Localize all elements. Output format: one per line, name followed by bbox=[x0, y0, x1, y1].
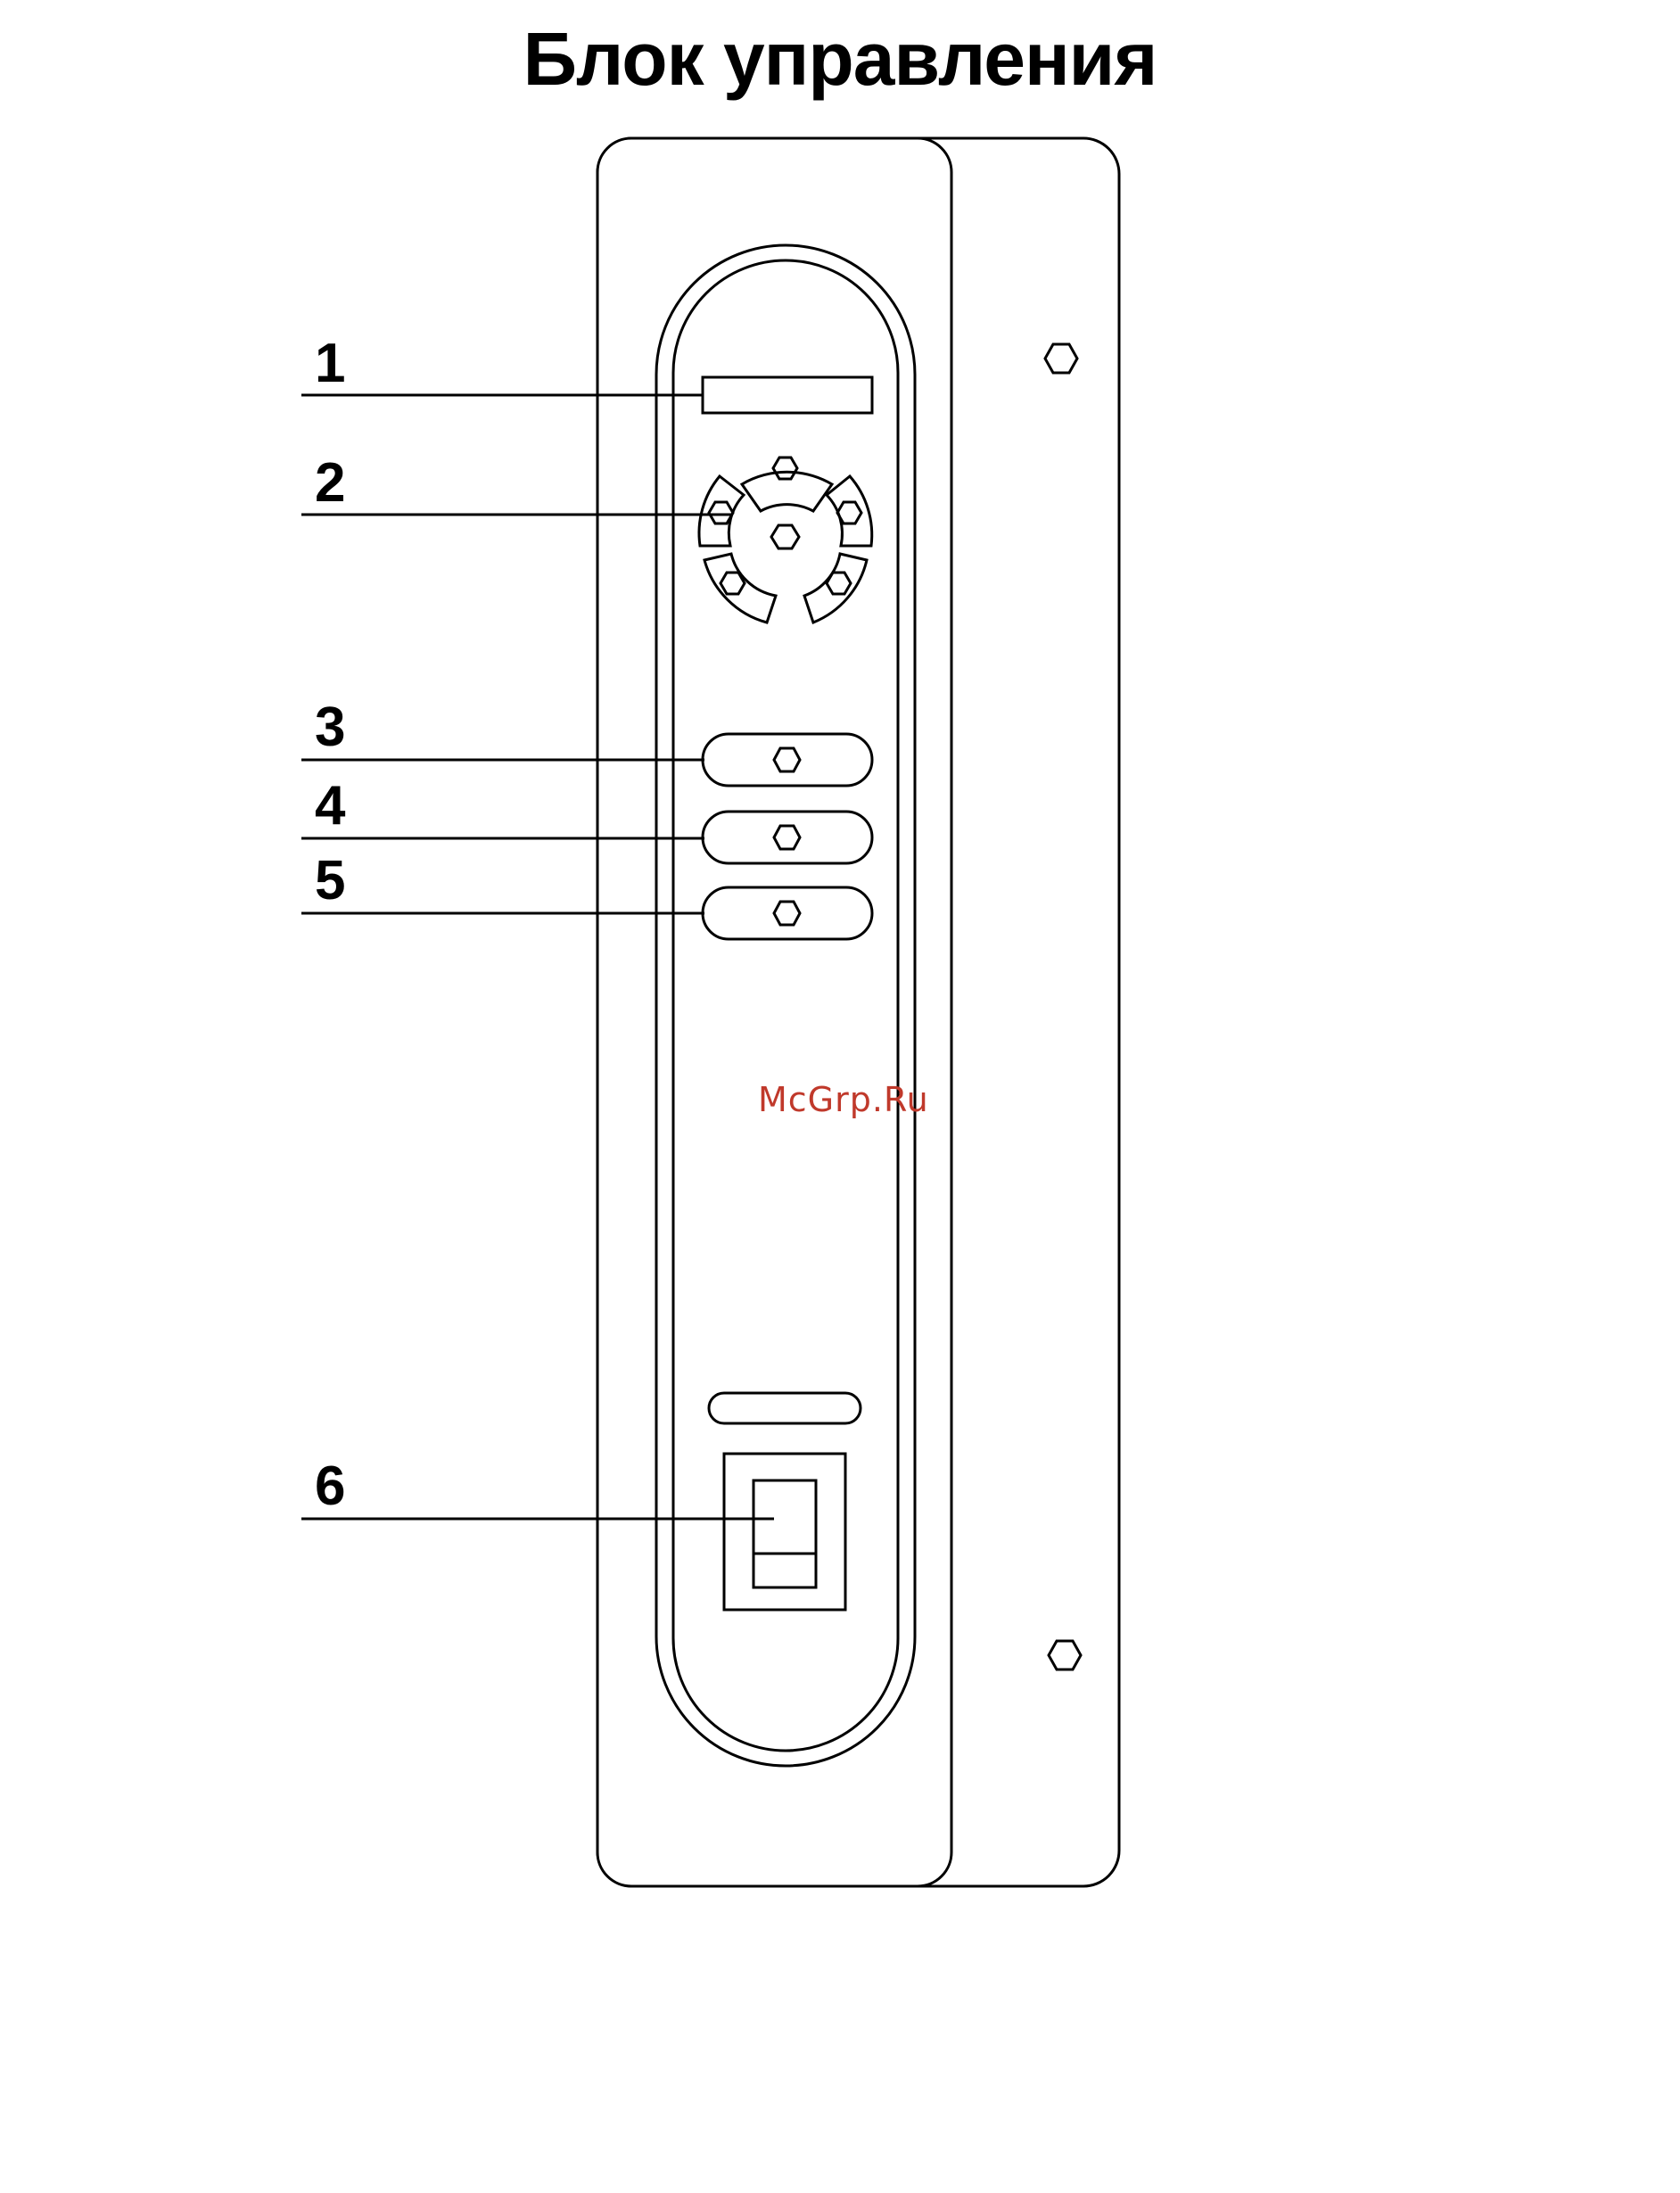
callout-1: 1 bbox=[315, 333, 345, 394]
callout-4: 4 bbox=[315, 775, 346, 837]
callout-5: 5 bbox=[315, 850, 345, 911]
callout-6: 6 bbox=[315, 1455, 345, 1517]
watermark-text: McGrp.Ru bbox=[758, 1080, 929, 1119]
callout-3: 3 bbox=[315, 697, 345, 758]
callout-2: 2 bbox=[315, 452, 345, 514]
